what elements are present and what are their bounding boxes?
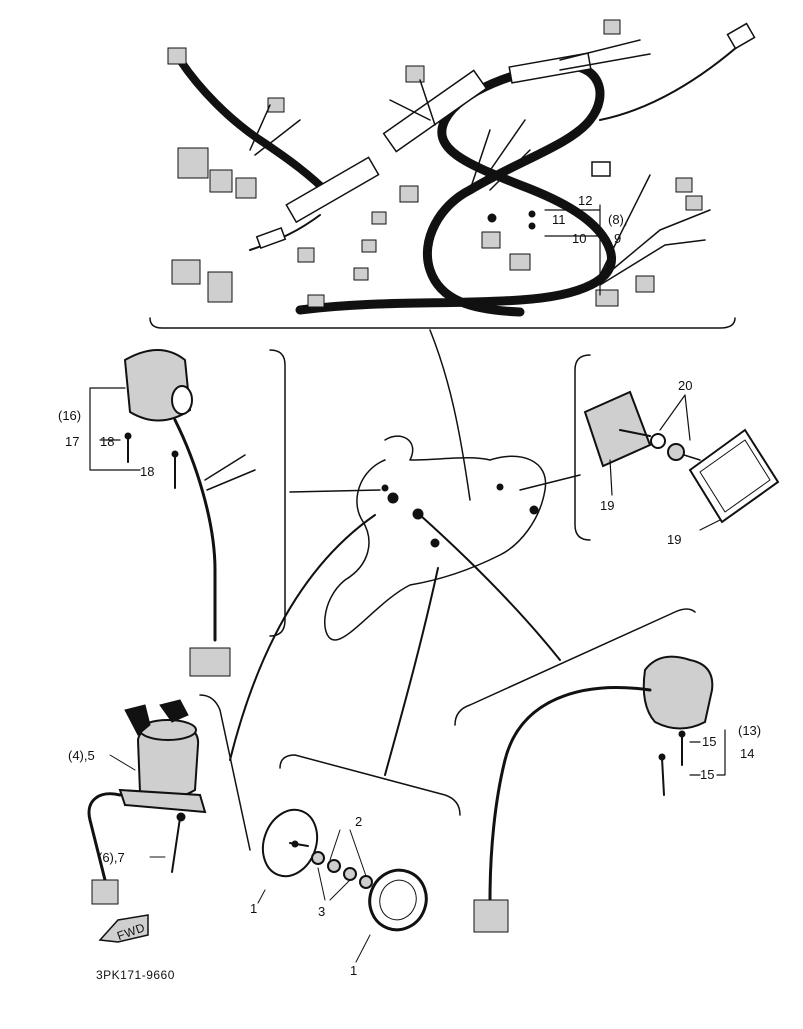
label-14: 14 — [740, 746, 754, 761]
reflector-assembly — [574, 354, 780, 541]
label-8: (8), — [608, 212, 628, 227]
label-20: 20 — [678, 378, 692, 393]
main-switch-assembly — [87, 694, 251, 905]
left-handlebar-switch — [123, 349, 256, 677]
label-16: (16) — [58, 408, 81, 423]
label-13: (13) — [738, 723, 761, 738]
label-15a: 15 — [702, 734, 716, 749]
headlight-parts — [257, 754, 461, 963]
wire-harness — [149, 19, 756, 329]
headlight-bracket — [324, 435, 547, 641]
label-10: 10 — [572, 231, 586, 246]
forward-direction-arrow: FWD — [98, 914, 149, 943]
label-15b: 15 — [700, 767, 714, 782]
label-9: 9 — [614, 231, 621, 246]
label-6-7: (6),7 — [98, 850, 125, 865]
label-4-5: (4),5 — [68, 748, 95, 763]
label-19a: 19 — [600, 498, 614, 513]
label-2: 2 — [355, 814, 362, 829]
label-19b: 19 — [667, 532, 681, 547]
diagram-code: 3PK171-9660 — [96, 968, 175, 982]
label-12: 12 — [578, 193, 592, 208]
label-3: 3 — [318, 904, 325, 919]
label-1a: 1 — [250, 901, 257, 916]
label-1b: 1 — [350, 963, 357, 978]
right-handlebar-switch — [454, 608, 714, 933]
label-18a: 18 — [100, 434, 114, 449]
label-11: 11 — [552, 212, 566, 227]
label-18b: 18 — [140, 464, 154, 479]
label-17: 17 — [65, 434, 79, 449]
